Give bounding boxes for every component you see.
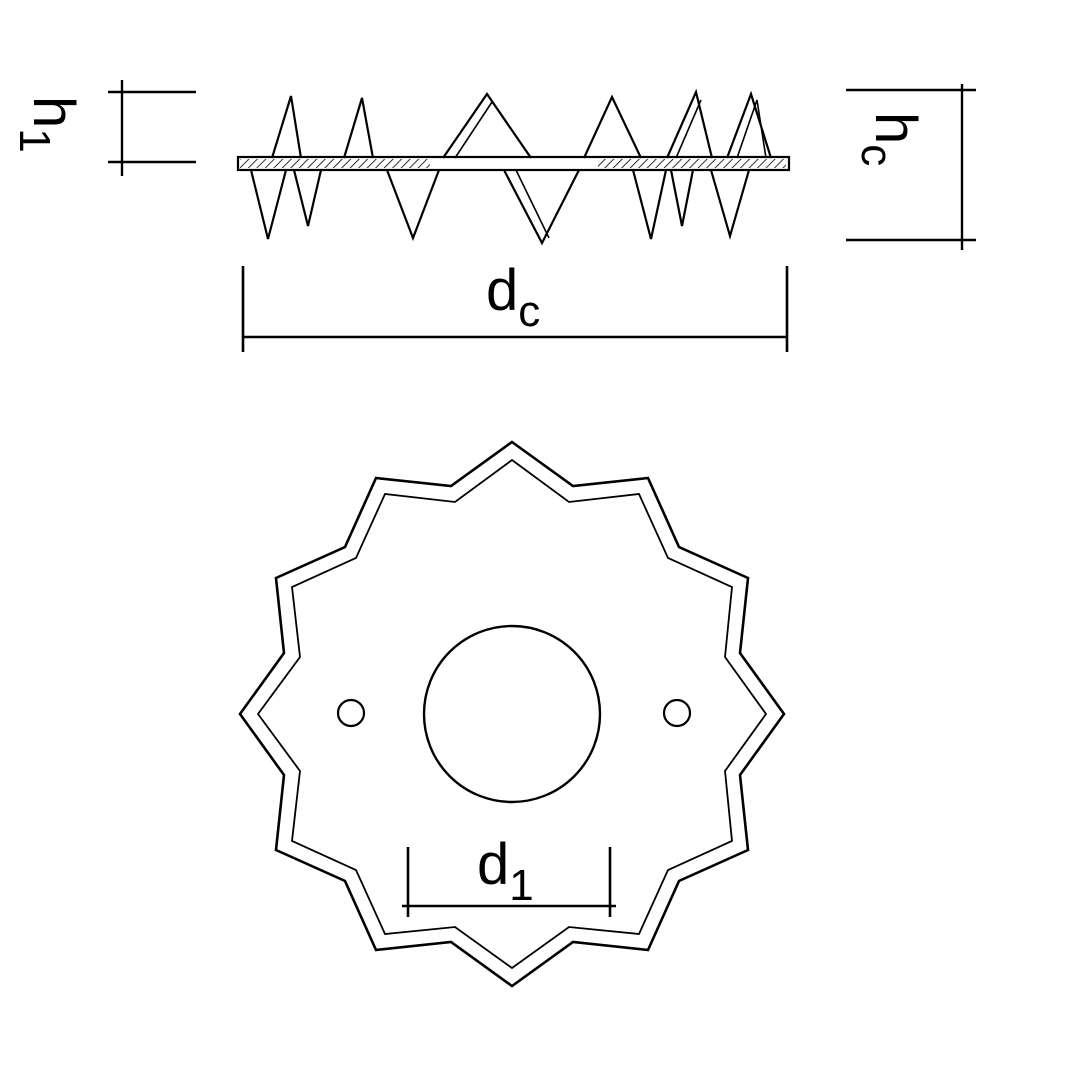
tooth-up-inner-line <box>675 99 702 159</box>
plate-hatch-right <box>598 159 786 168</box>
plate-outline-outer <box>238 440 786 988</box>
dim-d1-label: d1 <box>477 832 534 910</box>
plan-view <box>238 440 786 988</box>
tooth-up <box>270 95 303 159</box>
dimension-dc <box>241 266 789 352</box>
plate-hatch-left <box>240 159 430 168</box>
tooth-down <box>385 169 441 242</box>
tooth-down <box>503 169 580 246</box>
tooth-down <box>631 169 668 240</box>
tooth-down <box>709 169 751 240</box>
tooth-down <box>669 169 695 227</box>
tooth-down-inner-line <box>515 169 550 239</box>
tooth-down <box>292 169 323 227</box>
tooth-up-inner-line <box>454 101 493 159</box>
tooth-up <box>342 97 375 159</box>
center-hole <box>422 624 602 804</box>
left-nail-hole <box>336 698 366 728</box>
dimension-d1 <box>402 847 616 917</box>
tooth-up <box>442 92 532 159</box>
dim-h1-label: h1 <box>10 96 86 153</box>
tooth-down <box>249 169 288 240</box>
side-view <box>236 88 791 246</box>
plate-outline-inner <box>256 458 768 970</box>
tooth-up <box>665 88 714 159</box>
dimension-hc <box>846 84 976 250</box>
plate <box>236 155 791 172</box>
right-nail-hole <box>662 698 692 728</box>
dimension-h1 <box>108 80 196 176</box>
tooth-up <box>583 94 642 159</box>
dim-dc-label: dc <box>486 258 540 336</box>
tooth-up <box>725 90 773 159</box>
dim-hc-label: hc <box>852 112 928 166</box>
tooth-up-inner-line <box>736 99 767 159</box>
